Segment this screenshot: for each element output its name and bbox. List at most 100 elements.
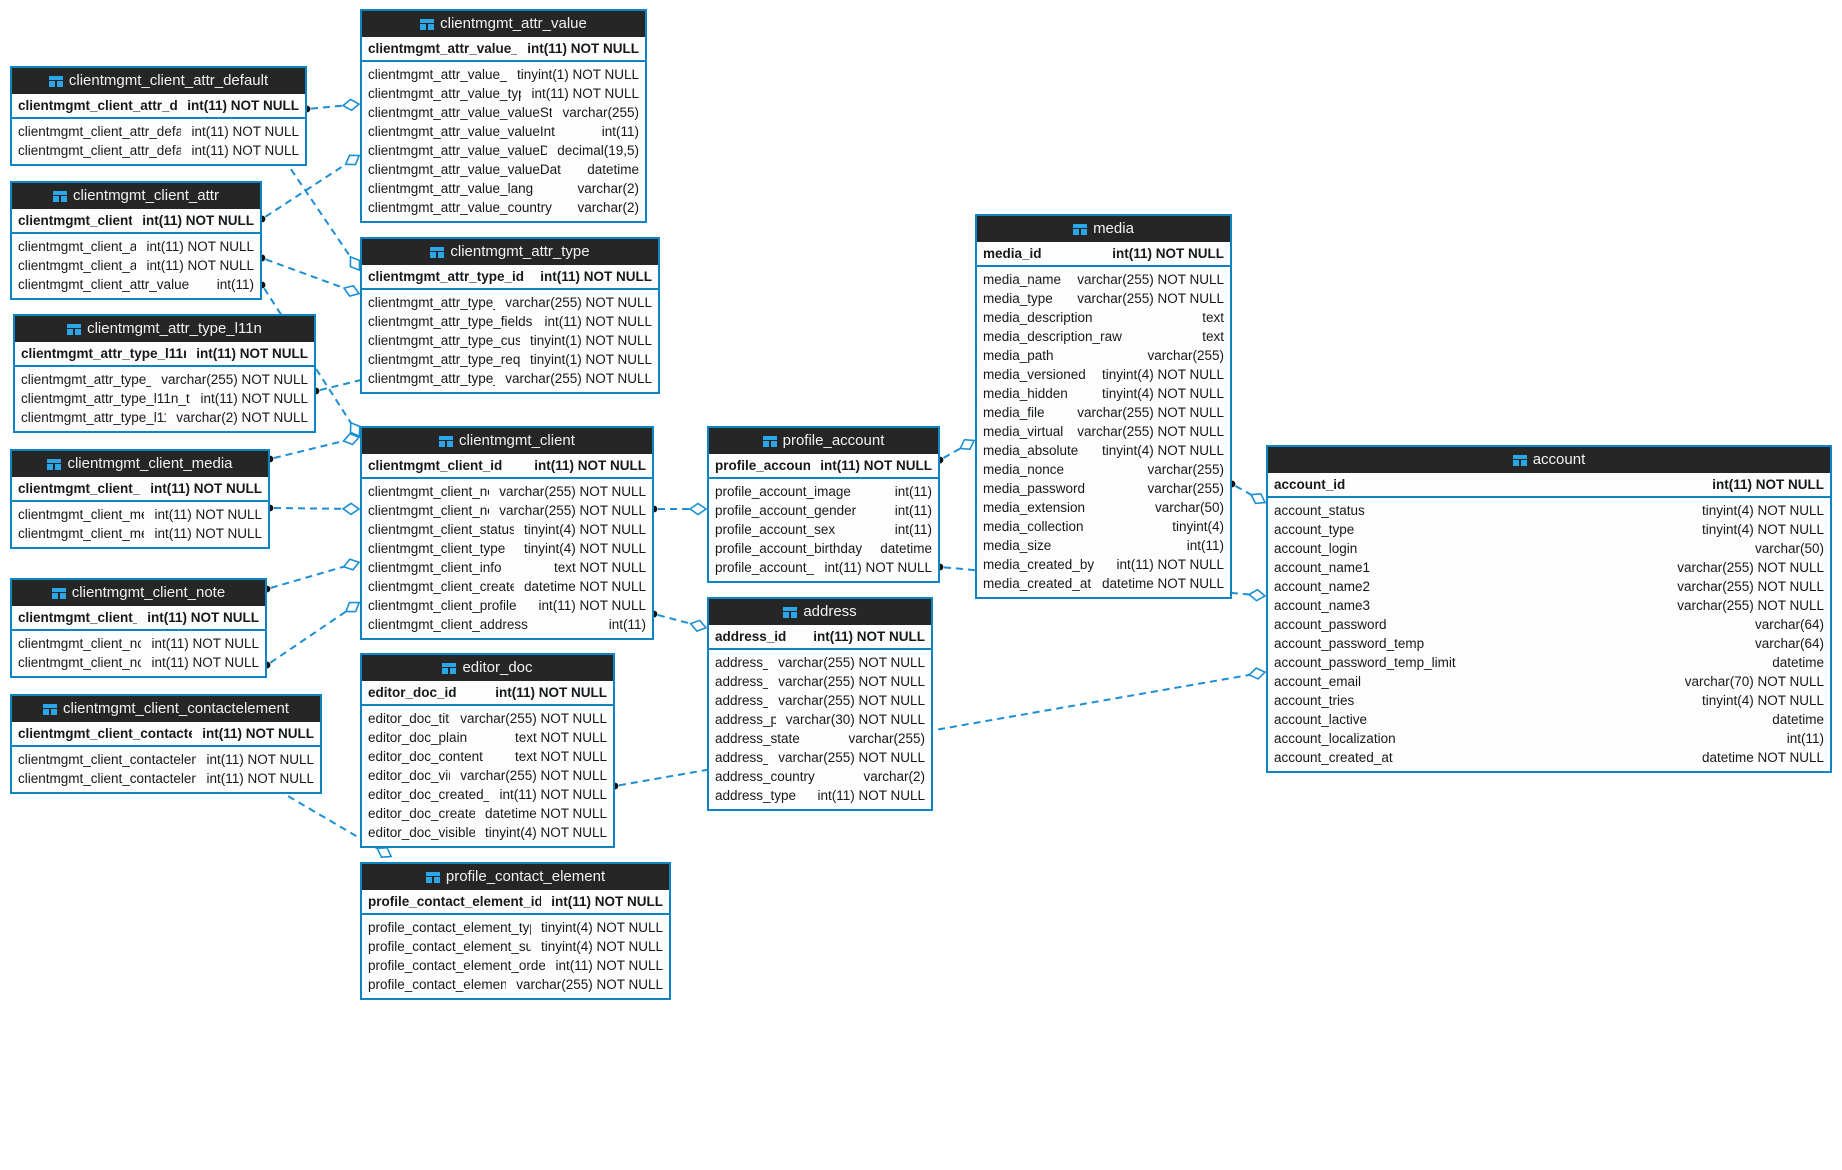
column-row[interactable]: editor_doc_titlevarchar(255) NOT NULL xyxy=(362,709,613,728)
column-row[interactable]: clientmgmt_client_contactelement_dstint(… xyxy=(12,750,320,769)
entity-table-clientmgmt_client_attr[interactable]: clientmgmt_client_attrclientmgmt_client_… xyxy=(10,181,262,300)
column-row[interactable]: address_postalvarchar(30) NOT NULL xyxy=(709,710,931,729)
column-row[interactable]: clientmgmt_client_note_srcint(11) NOT NU… xyxy=(12,653,265,672)
column-row[interactable]: address_cityvarchar(255) NOT NULL xyxy=(709,748,931,767)
column-row[interactable]: clientmgmt_client_contactelement_srcint(… xyxy=(12,769,320,788)
column-row[interactable]: profile_contact_element_contentvarchar(2… xyxy=(362,975,669,994)
column-row[interactable]: profile_contact_element_subtypetinyint(4… xyxy=(362,937,669,956)
column-row[interactable]: clientmgmt_client_media_dstint(11) NOT N… xyxy=(12,505,268,524)
entity-table-profile_account[interactable]: profile_accountprofile_account_idint(11)… xyxy=(707,426,940,583)
column-row[interactable]: clientmgmt_client_attr_default_valueint(… xyxy=(12,141,305,160)
column-row[interactable]: clientmgmt_attr_type_l11n_langvarchar(2)… xyxy=(15,408,314,427)
column-row[interactable]: clientmgmt_attr_value_defaulttinyint(1) … xyxy=(362,65,645,84)
column-row[interactable]: clientmgmt_attr_type_patternvarchar(255)… xyxy=(362,369,658,388)
primary-key-row[interactable]: clientmgmt_client_contactelement_idint(1… xyxy=(12,722,320,747)
column-row[interactable]: clientmgmt_attr_type_l11n_titlevarchar(2… xyxy=(15,370,314,389)
column-row[interactable]: clientmgmt_client_attr_default_typeint(1… xyxy=(12,122,305,141)
column-row[interactable]: clientmgmt_client_no_reversevarchar(255)… xyxy=(362,501,652,520)
column-row[interactable]: clientmgmt_client_note_dstint(11) NOT NU… xyxy=(12,634,265,653)
column-row[interactable]: clientmgmt_attr_type_customtinyint(1) NO… xyxy=(362,331,658,350)
column-row[interactable]: clientmgmt_client_media_srcint(11) NOT N… xyxy=(12,524,268,543)
